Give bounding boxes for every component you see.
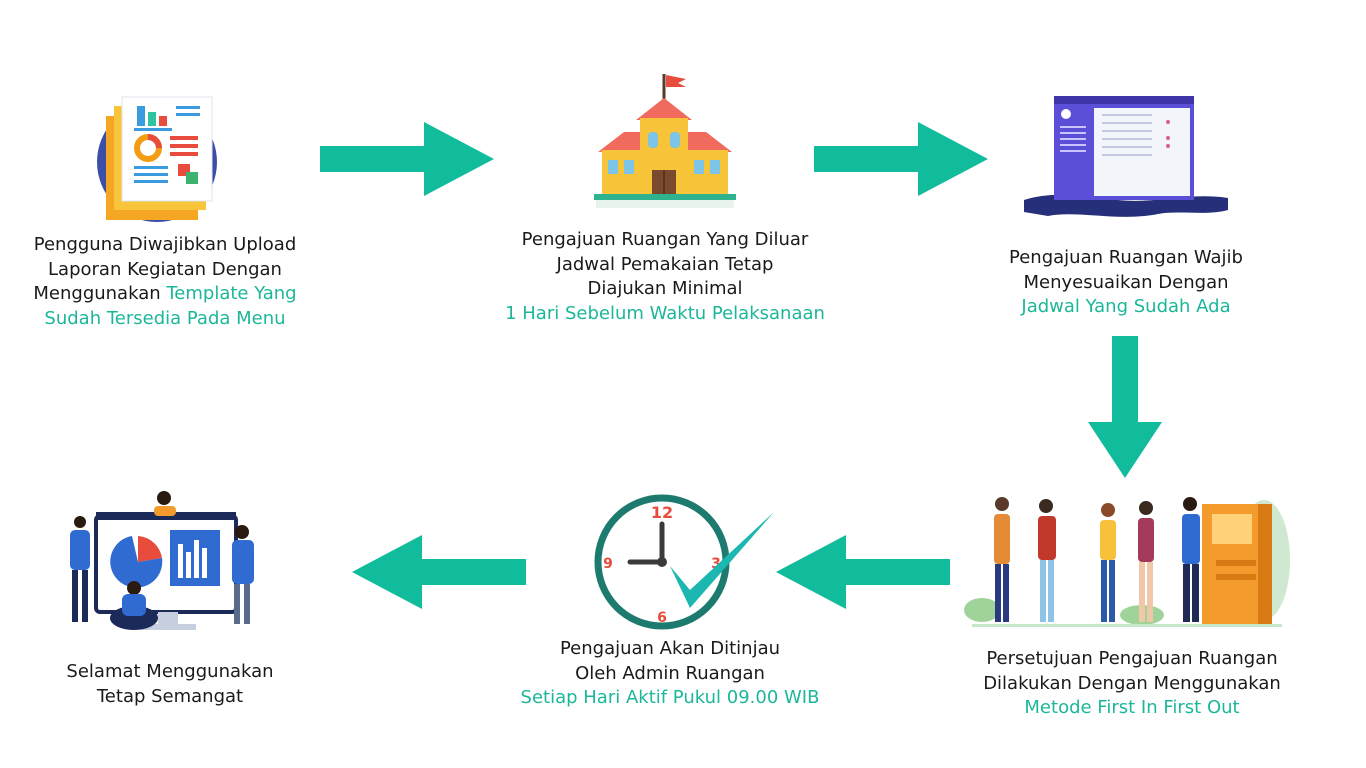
team-dashboard-icon <box>70 491 254 630</box>
arrow-left <box>776 535 950 609</box>
step-caption: Pengajuan Ruangan Yang Diluar Jadwal Pem… <box>505 229 825 324</box>
report-document-icon <box>97 96 217 222</box>
step-caption: Pengajuan Ruangan Wajib Menyesuaikan Den… <box>1009 247 1243 317</box>
step-caption: Pengajuan Akan Ditinjau Oleh Admin Ruang… <box>520 638 820 708</box>
clock-check-icon: 12 9 3 6 <box>594 494 774 630</box>
step-caption: Persetujuan Pengajuan Ruangan Dilakukan … <box>983 648 1281 718</box>
step-caption: Selamat Menggunakan Tetap Semangat <box>66 661 274 707</box>
school-building-icon <box>594 74 736 208</box>
people-queue-icon <box>964 497 1290 627</box>
arrow-down <box>1088 336 1162 478</box>
arrow-right <box>814 122 988 196</box>
arrow-right <box>320 122 494 196</box>
laptop-schedule-icon <box>1024 96 1228 217</box>
clock-number-12: 12 <box>651 503 673 522</box>
clock-number-6: 6 <box>657 610 667 626</box>
step-caption: Pengguna Diwajibkan Upload Laporan Kegia… <box>33 234 297 329</box>
clock-number-9: 9 <box>603 556 613 572</box>
clock-number-3: 3 <box>711 556 721 572</box>
arrow-left <box>352 535 526 609</box>
